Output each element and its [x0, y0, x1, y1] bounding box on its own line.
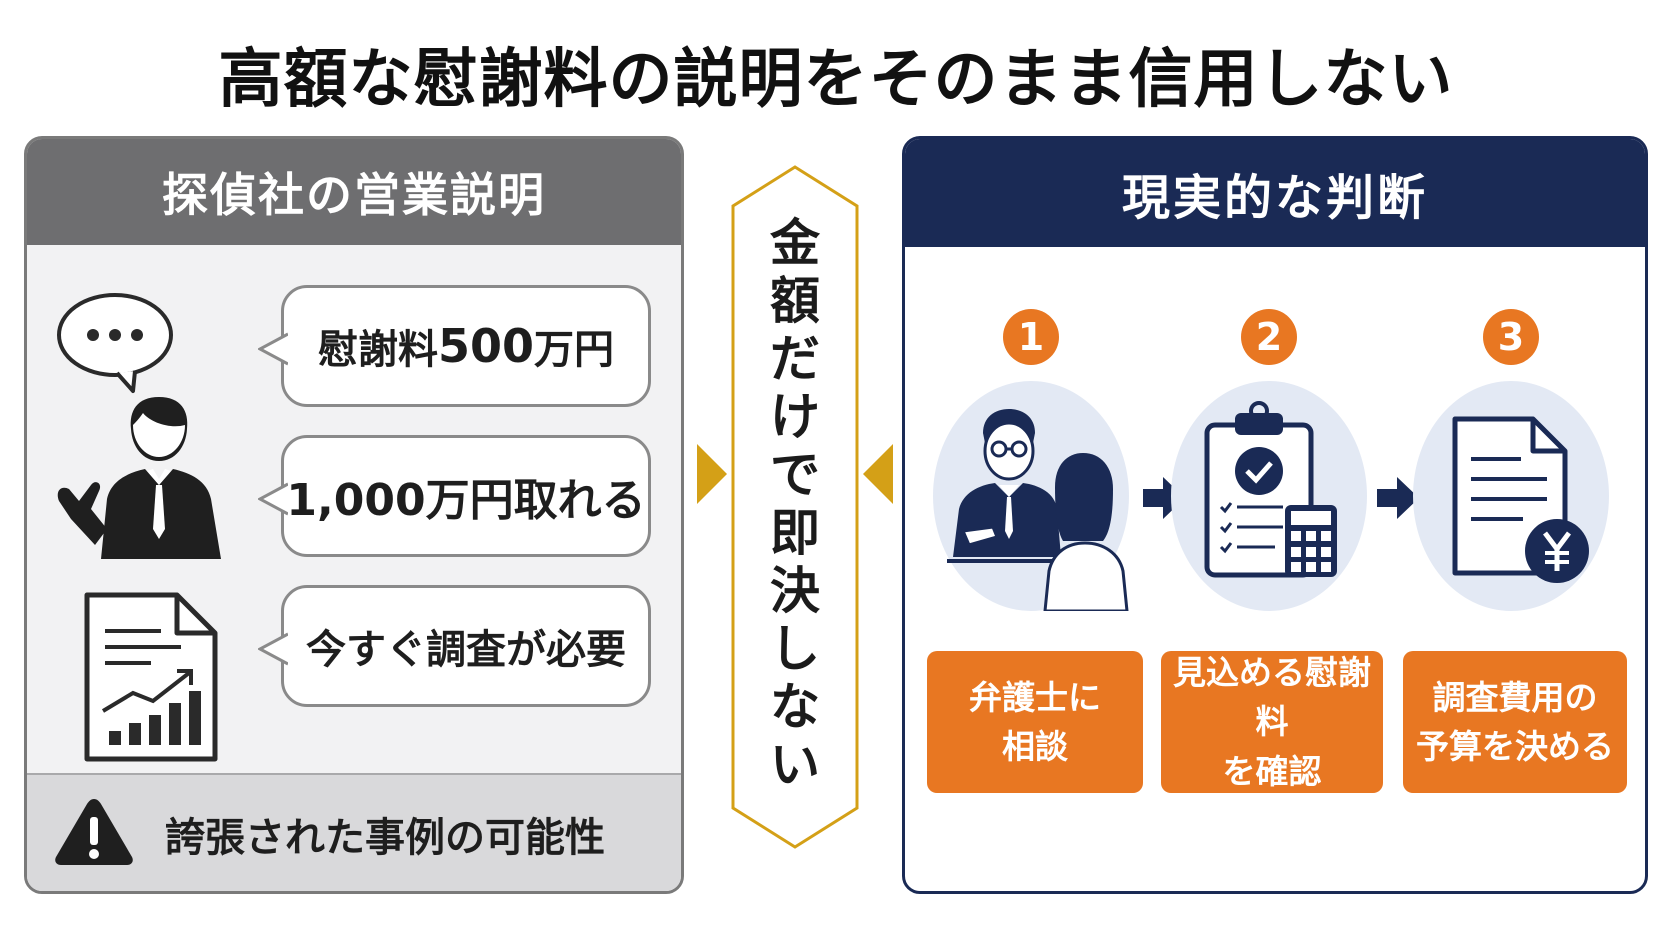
- step-number-3: 3: [1483, 309, 1539, 365]
- step-number-1: 1: [1003, 309, 1059, 365]
- document-chart-icon: [84, 592, 218, 762]
- step-3-line2: 予算を決める: [1416, 727, 1614, 766]
- bubble-text: 1,000万円取れる: [286, 475, 646, 526]
- center-message: 金額だけで即決しない: [730, 214, 860, 794]
- bubble-text: 今すぐ調査が必要: [306, 627, 626, 673]
- step-2-label: 見込める慰謝料を確認: [1161, 651, 1383, 793]
- clipboard-calculator-icon: [1204, 401, 1337, 578]
- bubble-text-number: 500: [437, 319, 535, 373]
- step-3-illustration: [1413, 381, 1609, 611]
- step-1-line1: 弁護士に: [969, 677, 1101, 717]
- step-3-label: 調査費用の予算を決める: [1403, 651, 1627, 793]
- speech-bubble-icon: [57, 293, 173, 393]
- center-message-text: 金額だけで即決しない: [770, 214, 820, 794]
- page-title: 高額な慰謝料の説明をそのまま信用しない: [218, 43, 1454, 117]
- step-2-line2: を確認: [1222, 751, 1322, 791]
- step-1-illustration: [933, 381, 1129, 611]
- realistic-judgement-panel: 現実的な判断 1 2: [902, 136, 1648, 894]
- warning-footer: 誇張された事例の可能性: [27, 773, 681, 891]
- bubble-text-suffix: 万円: [534, 327, 615, 373]
- step-2-line1: 見込める慰謝料: [1173, 652, 1371, 742]
- sales-claim-bubble: 今すぐ調査が必要: [258, 585, 651, 707]
- arrow-right-icon: [697, 444, 727, 504]
- sales-explanation-header: 探偵社の営業説明: [27, 139, 681, 245]
- meeting-icon: [947, 409, 1129, 611]
- bubble-text-prefix: 慰謝料: [317, 327, 438, 373]
- realistic-judgement-header: 現実的な判断: [905, 139, 1645, 247]
- step-3-line1: 調査費用の: [1432, 677, 1598, 717]
- sales-claim-bubble: 1,000万円取れる: [258, 435, 651, 557]
- step-2-illustration: [1171, 381, 1367, 611]
- businessman-icon: [57, 397, 221, 559]
- arrow-right-icon: [1143, 477, 1185, 519]
- step-1-line2: 相談: [1002, 727, 1068, 766]
- step-number-2: 2: [1241, 309, 1297, 365]
- arrow-left-icon: [863, 444, 893, 504]
- warning-icon: [55, 799, 133, 865]
- center-hexagon-frame: [731, 165, 859, 849]
- warning-text: 誇張された事例の可能性: [165, 815, 605, 861]
- center-message-box: 金額だけで即決しない: [730, 164, 860, 850]
- step-1-label: 弁護士に相談: [927, 651, 1143, 793]
- document-yen-icon: [1452, 416, 1589, 583]
- arrow-right-icon: [1377, 477, 1419, 519]
